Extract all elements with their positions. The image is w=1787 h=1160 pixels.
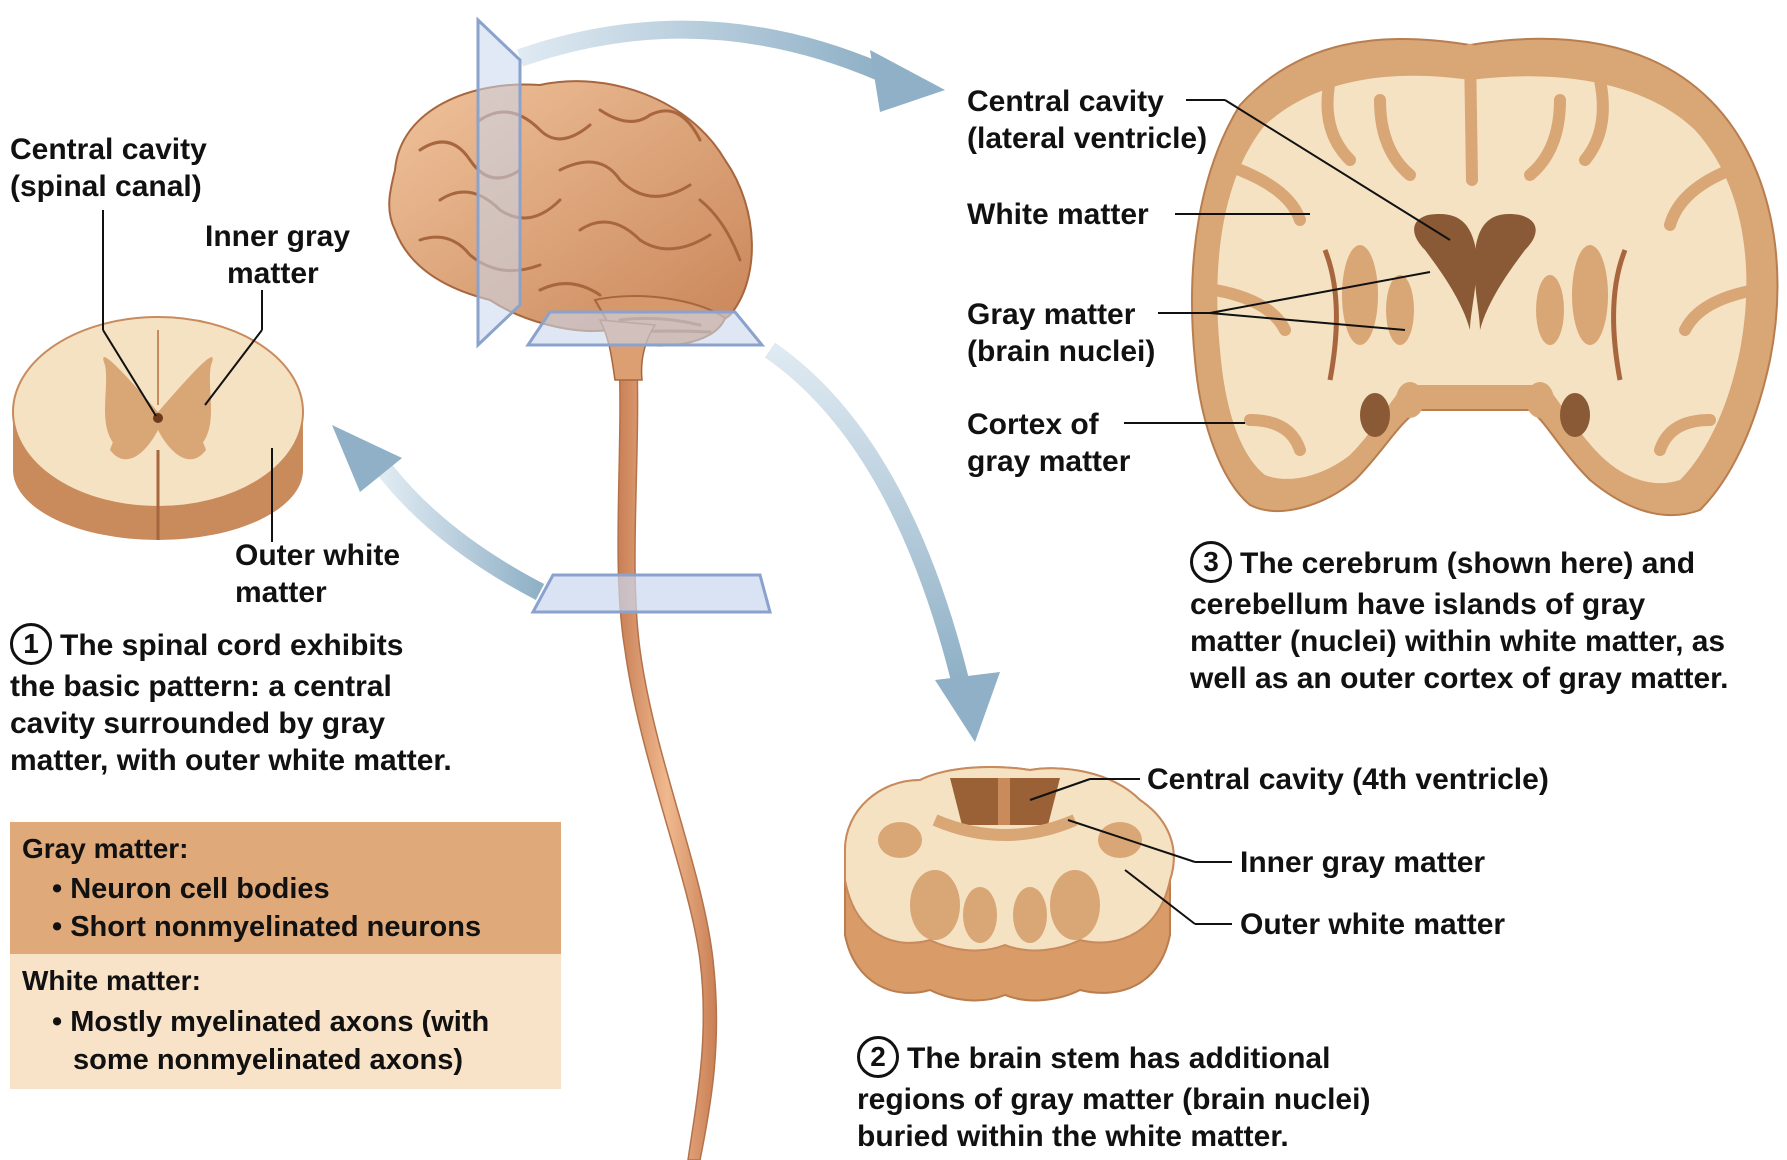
key-white-matter: White matter: • Mostly myelinated axons … [10,954,561,1089]
step-number-1: 1 [10,623,52,665]
brainstem-section [845,767,1174,1000]
key-gray-item: • Short nonmyelinated neurons [52,909,481,945]
spinal-cord-tract [618,340,716,1160]
step-number-3: 3 [1190,541,1232,583]
key-gray-matter: Gray matter: • Neuron cell bodies • Shor… [10,822,561,954]
label-brainstem-outer-white: Outer white matter [1240,906,1505,943]
label-fourth-ventricle: Central cavity (4th ventricle) [1147,761,1549,798]
step-number-2: 2 [857,1036,899,1078]
label-outer-white-matter: Outer white matter [235,537,400,611]
label-brain-nuclei: Gray matter (brain nuclei) [967,296,1155,370]
spinal-plane [533,575,770,612]
key-gray-title: Gray matter: [22,832,189,866]
key-gray-item: • Neuron cell bodies [52,871,330,907]
label-brainstem-inner-gray: Inner gray matter [1240,844,1485,881]
cerebrum-coronal-section [1192,39,1778,515]
label-white-matter: White matter [967,196,1149,233]
key-white-item: • Mostly myelinated axons (with [52,1004,489,1040]
key-white-item: some nonmyelinated axons) [73,1042,463,1078]
label-inner-gray-matter: Inner gray matter [205,218,350,292]
key-white-title: White matter: [22,964,201,998]
label-cortex: Cortex of gray matter [967,406,1130,480]
spinal-cord-cross-section [13,317,303,540]
label-spinal-canal: Central cavity (spinal canal) [10,131,207,205]
coronal-plane [478,20,520,345]
brainstem-plane [528,312,762,345]
label-lateral-ventricle: Central cavity (lateral ventricle) [967,83,1207,157]
arrow-to-brainstem [770,350,1000,742]
